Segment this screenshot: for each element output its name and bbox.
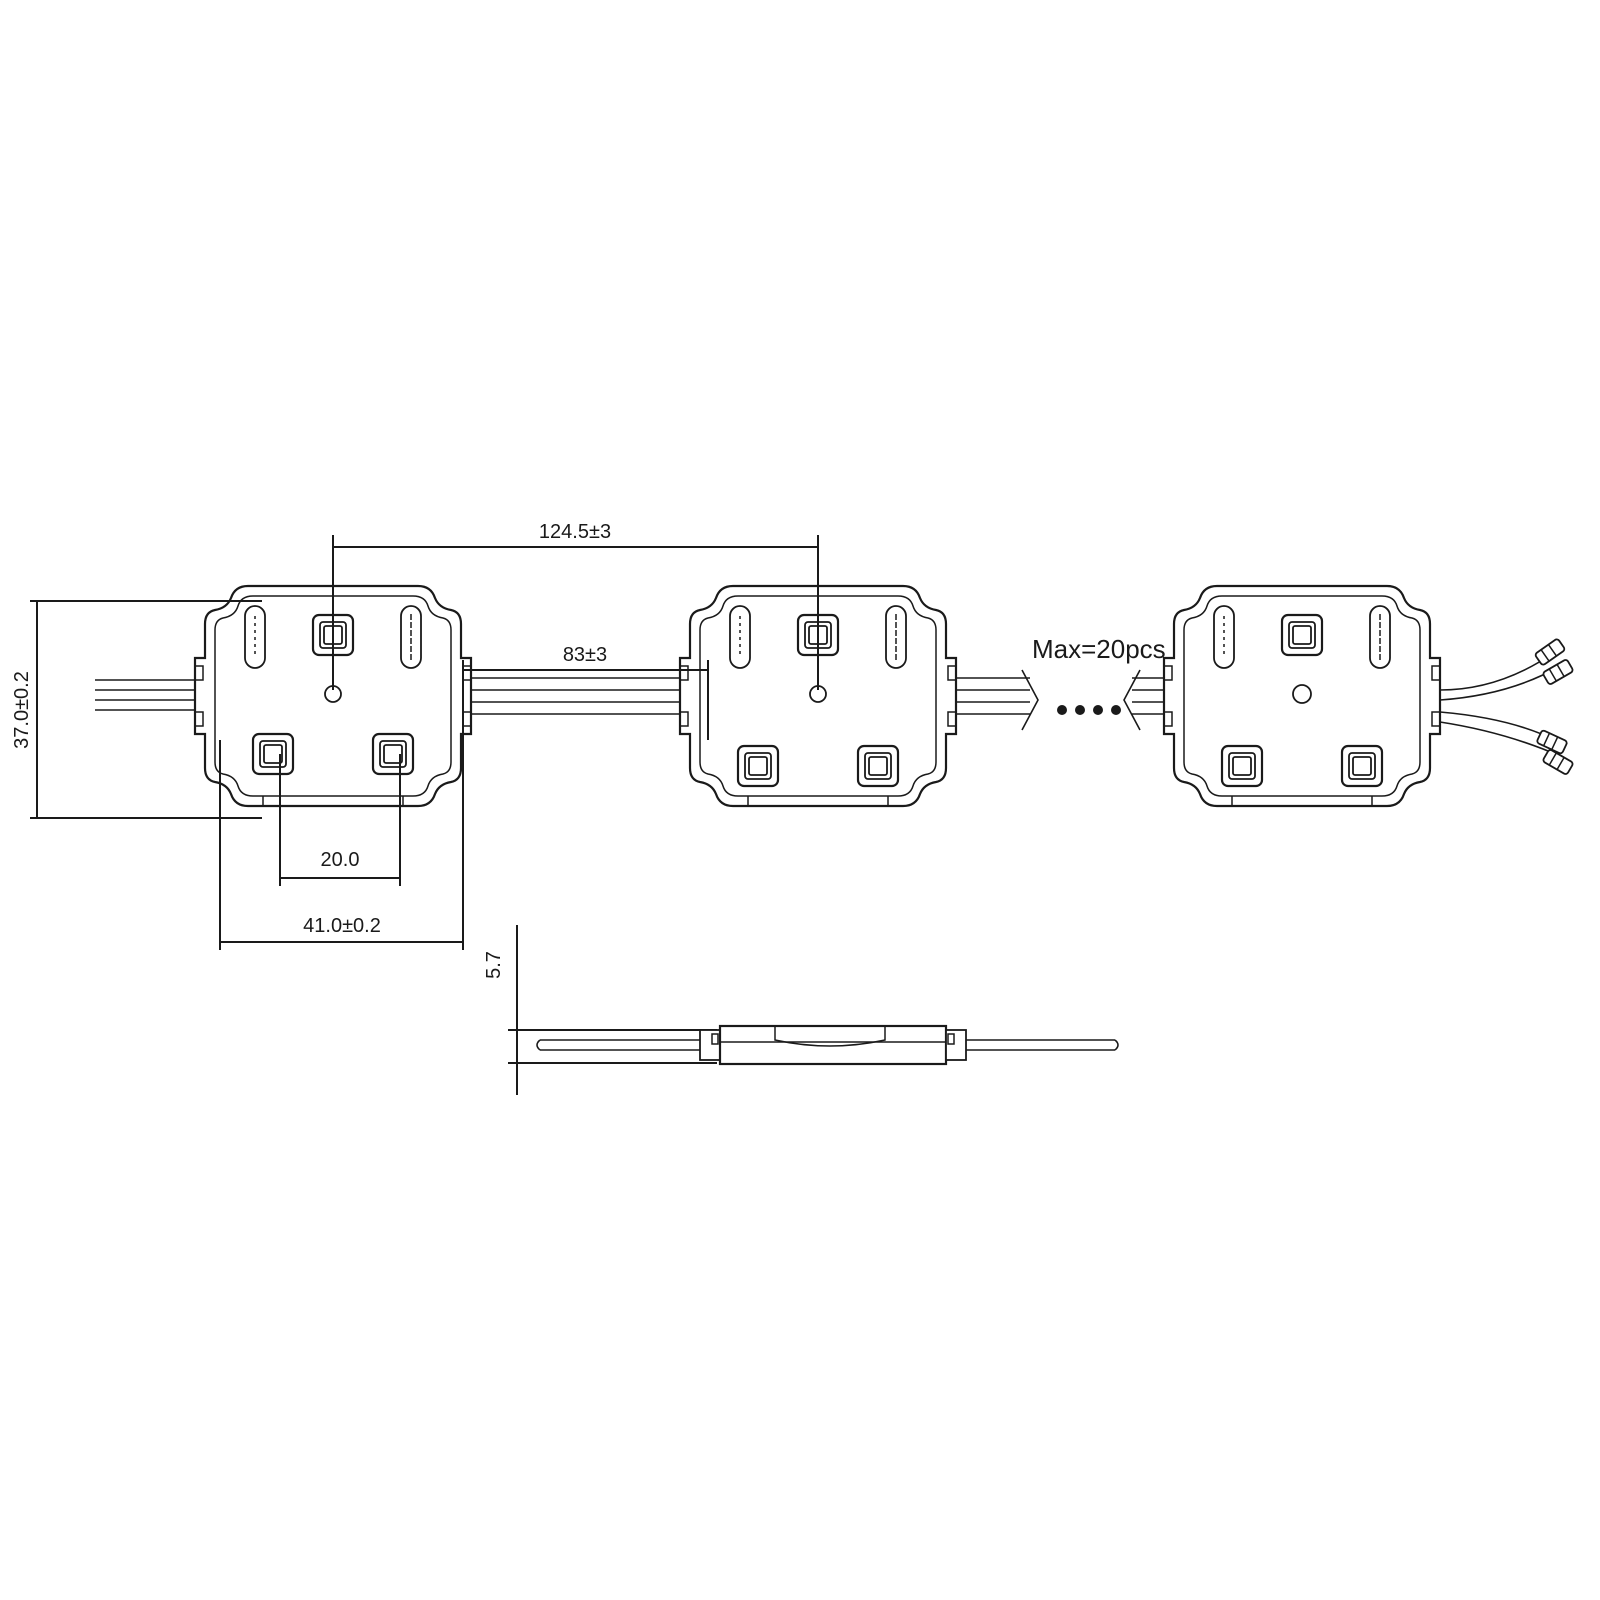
dim-led-spacing-label: 20.0 [321, 849, 360, 871]
dim-cable-gap-label: 83±3 [563, 644, 607, 666]
mount-hole [1292, 684, 1312, 704]
output-wires [1439, 638, 1574, 775]
crimp-connector [1542, 749, 1574, 775]
dim-cable-gap: 83±3 [462, 644, 709, 740]
dim-module-height-label: 37.0±0.2 [11, 671, 33, 749]
dim-module-width: 41.0±0.2 [219, 740, 464, 950]
dim-thickness-label: 5.7 [483, 951, 505, 979]
connecting-wires-1-2 [471, 677, 680, 715]
connecting-wires-2-break [956, 669, 1039, 731]
connecting-wires-break-3 [1123, 669, 1164, 731]
input-wires [95, 679, 195, 711]
dim-pitch: 124.5±3 [332, 521, 819, 690]
dim-pitch-label: 124.5±3 [539, 521, 611, 543]
dim-module-width-label: 41.0±0.2 [303, 915, 381, 937]
crimp-connector [1536, 729, 1568, 755]
continuation-dots [1057, 705, 1121, 715]
dim-led-spacing: 20.0 [279, 754, 401, 886]
crimp-connector [1542, 659, 1574, 685]
led-module-3 [1162, 584, 1442, 808]
crimp-connector [1534, 638, 1566, 666]
dim-module-height: 37.0±0.2 [11, 600, 262, 819]
max-pieces-note: Max=20pcs [1032, 634, 1166, 664]
side-view: 5.7 [483, 925, 1119, 1095]
